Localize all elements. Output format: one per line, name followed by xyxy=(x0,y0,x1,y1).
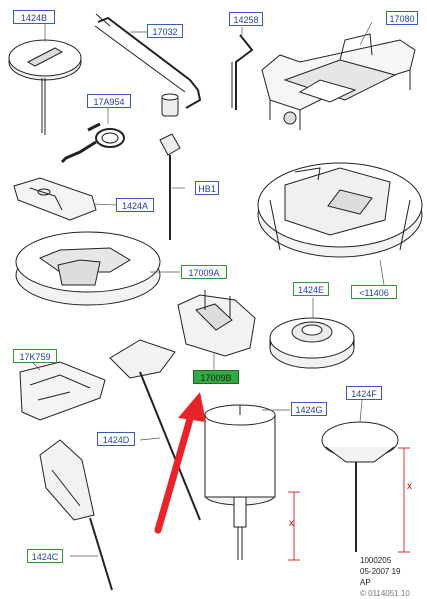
footer-region: AP xyxy=(360,578,371,587)
callout-17009a: 17009A xyxy=(181,265,227,279)
part-17080-jack xyxy=(261,33,416,130)
part-1424e-gear-disc xyxy=(269,317,355,369)
callout-17k759: 17K759 xyxy=(13,349,57,363)
part-17a954-eye-bolt xyxy=(60,122,125,164)
part-17009b-insert xyxy=(177,290,256,357)
callout-17080: 17080 xyxy=(386,11,418,25)
footer-copyright: © 0114051 10 xyxy=(360,589,410,598)
callout-1424a: 1424A xyxy=(116,198,154,212)
red-indicator-arrow xyxy=(154,392,206,534)
callout-1424b: 1424B xyxy=(13,10,55,24)
dimension-label-left: x xyxy=(289,518,294,529)
callout-14258: 14258 xyxy=(229,12,263,26)
part-1424a-bracket xyxy=(13,177,97,221)
callout-17009b: 17009B xyxy=(193,370,239,384)
part-11406-wheel-well xyxy=(257,162,423,258)
callout-hb1: HB1 xyxy=(195,181,219,195)
part-17032-wheel-brace xyxy=(94,13,202,117)
footer-date: 05-2007 19 xyxy=(360,567,401,576)
part-1424g-cylinder xyxy=(204,404,276,560)
footer-code: 1000205 xyxy=(360,556,392,565)
callout-1424e: 1424E xyxy=(293,282,329,296)
part-14258-pin xyxy=(231,34,254,110)
part-1424f-funnel xyxy=(321,421,399,552)
part-17009a-foam-tray xyxy=(15,231,161,306)
dimension-lines xyxy=(288,447,410,561)
callout-17032: 17032 xyxy=(147,24,183,38)
callout-17a954: 17A954 xyxy=(87,94,131,108)
callout-1424d: 1424D xyxy=(97,432,135,446)
callout-11406: <11406 xyxy=(351,285,397,299)
dimension-label-right: x xyxy=(407,481,412,492)
leader-lines xyxy=(29,21,385,557)
part-hb1-bolt xyxy=(159,133,181,240)
part-17k759-clip xyxy=(19,361,106,421)
callout-1424g: 1424G xyxy=(291,402,327,416)
callout-1424f: 1424F xyxy=(346,386,382,400)
part-1424b-mount-disc xyxy=(8,39,82,135)
part-1424d-handle xyxy=(109,339,201,521)
part-1424c-hook xyxy=(39,439,113,591)
callout-1424c: 1424C xyxy=(27,549,63,563)
